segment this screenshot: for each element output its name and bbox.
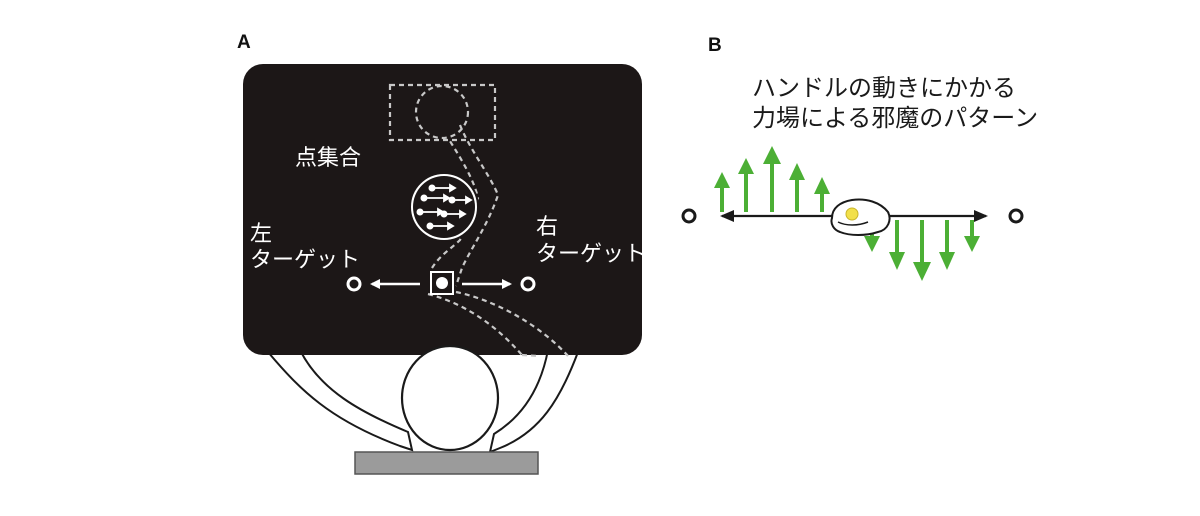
force-arrows-down bbox=[864, 220, 980, 281]
dot-set bbox=[409, 172, 479, 242]
panel-a-label: A bbox=[237, 32, 251, 53]
right-target bbox=[520, 276, 536, 292]
panel-b-title-line2: 力場による邪魔のパターン bbox=[752, 104, 1039, 132]
left-target bbox=[346, 276, 362, 292]
left-target-label-line2: ターゲット bbox=[250, 248, 361, 273]
panel-b-title-line1: ハンドルの動きにかかる bbox=[752, 74, 1016, 102]
left-arm bbox=[265, 348, 414, 452]
force-arrows-up bbox=[714, 146, 830, 212]
left-target-b bbox=[681, 208, 697, 224]
right-target-label-line1: 右 bbox=[536, 215, 559, 240]
handle-dashed-outline bbox=[388, 83, 569, 358]
panel-b-label: B bbox=[708, 35, 722, 56]
desk bbox=[354, 451, 539, 475]
dot-set-label: 点集合 bbox=[295, 146, 362, 171]
left-target-label-line1: 左 bbox=[250, 222, 273, 247]
right-target-label-line2: ターゲット bbox=[536, 242, 647, 267]
handle-start-marker bbox=[430, 271, 454, 295]
right-arm bbox=[488, 348, 580, 454]
hand-on-handle bbox=[830, 198, 891, 236]
head bbox=[400, 344, 500, 452]
right-target-b bbox=[1008, 208, 1024, 224]
